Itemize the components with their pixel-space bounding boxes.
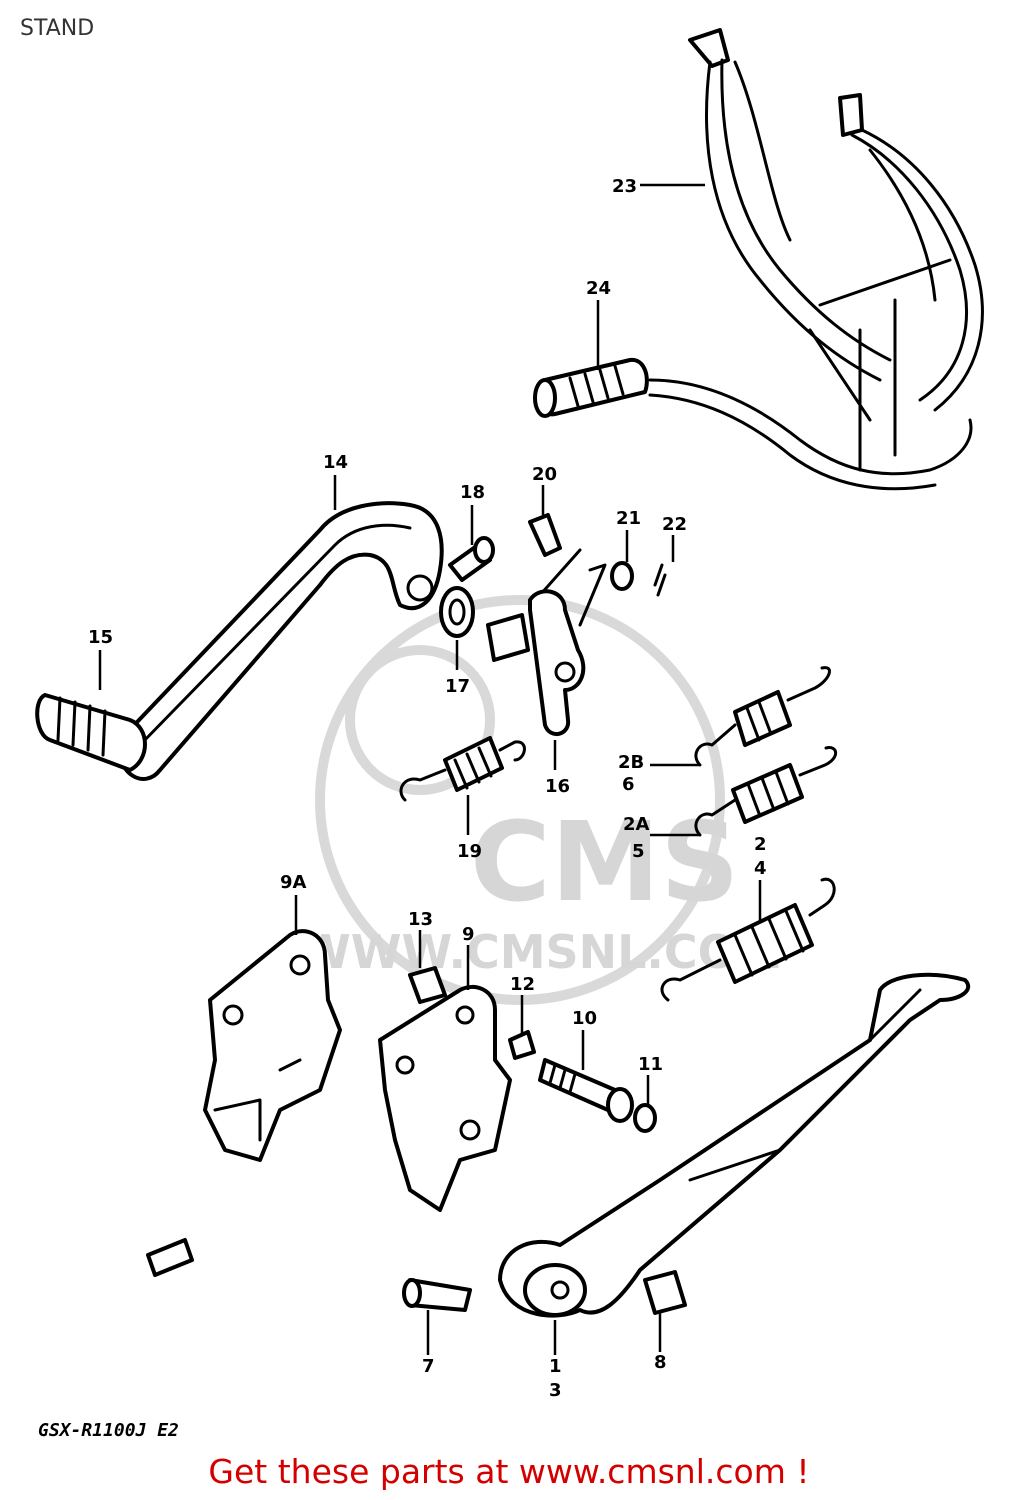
label-9a: 9A xyxy=(280,872,307,893)
watermark-logo-text: CMS xyxy=(470,798,739,926)
nut-13 xyxy=(408,966,447,1004)
lever-14 xyxy=(117,501,444,781)
cotter-22 xyxy=(653,563,667,597)
label-1: 1 xyxy=(549,1356,562,1377)
label-9: 9 xyxy=(462,924,475,945)
nut-8 xyxy=(643,1270,687,1315)
rubber-stop xyxy=(146,1238,194,1277)
label-16: 16 xyxy=(545,776,570,797)
label-7: 7 xyxy=(422,1356,435,1377)
label-11: 11 xyxy=(638,1054,663,1075)
label-23: 23 xyxy=(612,176,637,197)
bracket-9 xyxy=(378,984,512,1212)
spring-2 xyxy=(660,877,836,1002)
pin-20 xyxy=(528,513,607,627)
leader-lines xyxy=(98,183,762,1355)
spring-2a xyxy=(694,746,838,837)
label-4: 4 xyxy=(754,858,767,879)
label-3: 3 xyxy=(549,1380,562,1401)
label-12: 12 xyxy=(510,974,535,995)
bolt-10 xyxy=(538,1058,634,1123)
label-6: 6 xyxy=(622,774,635,795)
arm-16 xyxy=(486,589,586,736)
label-17: 17 xyxy=(445,676,470,697)
washer-17 xyxy=(439,586,475,638)
page-title: STAND xyxy=(20,16,95,41)
label-2b: 2B xyxy=(618,752,644,773)
footrest-24 xyxy=(533,357,649,418)
foot-pedal-15 xyxy=(35,693,147,772)
stand-frame-23 xyxy=(648,28,984,491)
label-21: 21 xyxy=(616,508,641,529)
side-stand-1 xyxy=(498,972,971,1318)
label-2: 2 xyxy=(754,834,767,855)
label-15: 15 xyxy=(88,627,113,648)
nut-12 xyxy=(508,1030,536,1060)
label-2a: 2A xyxy=(623,814,650,835)
label-10: 10 xyxy=(572,1008,597,1029)
spring-2b xyxy=(694,666,831,767)
label-13: 13 xyxy=(408,909,433,930)
label-5: 5 xyxy=(632,841,645,862)
watermark-url-text: WWW.CMSNL.COM xyxy=(300,925,783,979)
spring-19 xyxy=(399,736,526,802)
bracket-9a xyxy=(203,929,342,1162)
model-code: GSX-R1100J E2 xyxy=(38,1420,179,1441)
label-19: 19 xyxy=(457,841,482,862)
label-22: 22 xyxy=(662,514,687,535)
label-8: 8 xyxy=(654,1352,667,1373)
watermark-logo: CMS WWW.CMSNL.COM xyxy=(300,595,783,1005)
bolt-18 xyxy=(448,536,495,582)
washer-21 xyxy=(610,561,634,591)
bolt-7 xyxy=(402,1278,472,1312)
footer-link[interactable]: Get these parts at www.cmsnl.com ! xyxy=(208,1452,810,1491)
label-14: 14 xyxy=(323,452,348,473)
label-18: 18 xyxy=(460,482,485,503)
label-20: 20 xyxy=(532,464,557,485)
label-24: 24 xyxy=(586,278,611,299)
cap-11 xyxy=(633,1103,657,1133)
